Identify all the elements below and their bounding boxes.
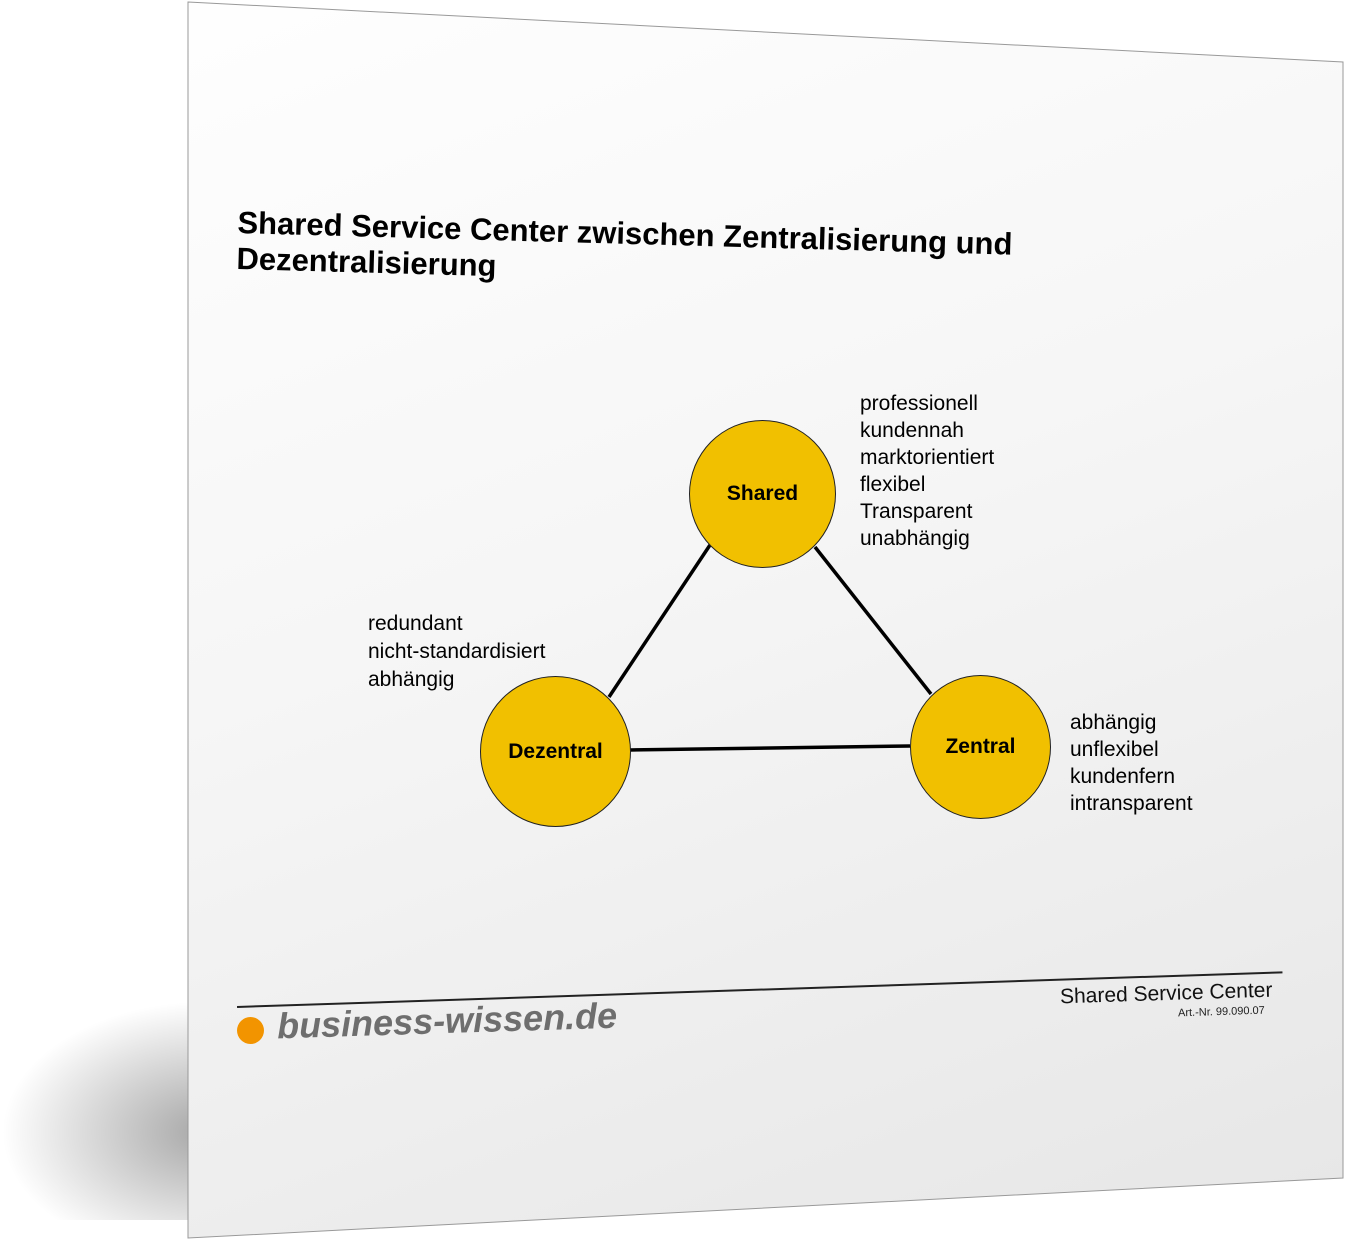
attribute: flexibel bbox=[860, 473, 926, 496]
node-label: Dezentral bbox=[508, 739, 603, 763]
zentral-attributes: abhängig unflexibel kundenfern intranspa… bbox=[1070, 709, 1193, 817]
edge-shared-zentral bbox=[813, 545, 933, 696]
attribute: Transparent bbox=[860, 500, 973, 523]
node-dezentral: Dezentral bbox=[480, 676, 631, 827]
node-shared: Shared bbox=[689, 420, 836, 568]
logo-dot-icon bbox=[237, 1017, 264, 1044]
node-label: Shared bbox=[726, 482, 799, 505]
attribute: kundenfern bbox=[1070, 765, 1176, 788]
shared-attributes: professionell kundennah marktorientiert … bbox=[860, 390, 994, 552]
attribute: unflexibel bbox=[1070, 738, 1159, 761]
attribute: redundant bbox=[368, 612, 463, 635]
attribute: professionell bbox=[860, 392, 978, 415]
edge-dezentral-zentral bbox=[629, 744, 911, 752]
dezentral-attributes: redundant nicht-standardisiert abhängig bbox=[368, 610, 545, 694]
attribute: abhängig bbox=[368, 668, 455, 691]
attribute: unabhängig bbox=[860, 527, 970, 550]
attribute: abhängig bbox=[1070, 711, 1157, 734]
attribute: nicht-standardisiert bbox=[368, 640, 546, 663]
attribute: kundennah bbox=[860, 419, 964, 442]
edge-shared-dezentral bbox=[607, 544, 712, 698]
attribute: marktorientiert bbox=[860, 446, 995, 469]
attribute: intransparent bbox=[1070, 792, 1193, 815]
node-zentral: Zentral bbox=[910, 675, 1051, 819]
node-label: Zentral bbox=[945, 735, 1016, 758]
